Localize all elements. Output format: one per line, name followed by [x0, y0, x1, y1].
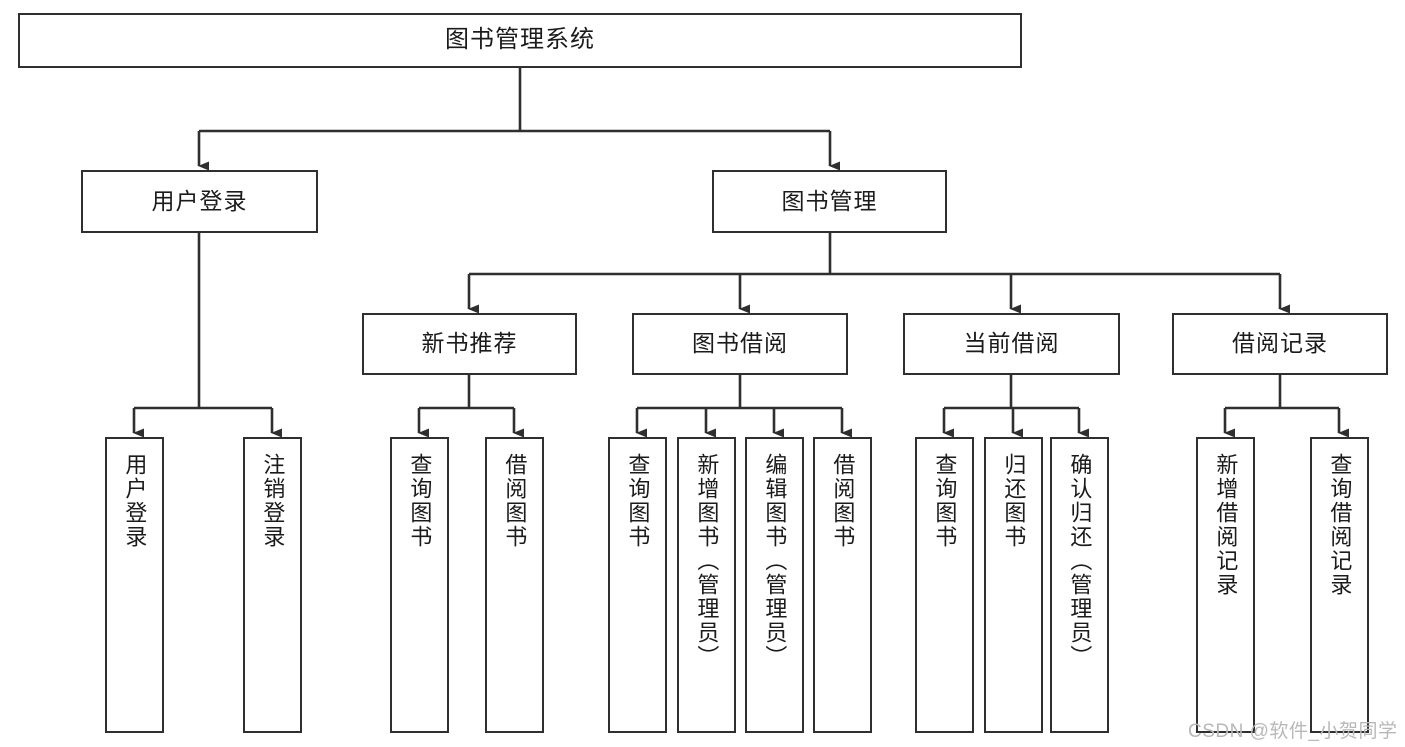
node-label: 图书借阅: [692, 330, 788, 357]
node-leaf-query-book-3[interactable]: 查询图书: [915, 437, 974, 733]
node-leaf-add-book[interactable]: 新增图书（管理员）: [677, 437, 736, 733]
node-new-book-recommend[interactable]: 新书推荐: [362, 313, 577, 375]
node-label: 注销登录: [260, 453, 286, 549]
node-leaf-return-book[interactable]: 归还图书: [984, 437, 1043, 733]
node-label: 借阅图书: [830, 453, 856, 549]
node-leaf-user-login[interactable]: 用户登录: [105, 437, 164, 733]
node-label: 新增借阅记录: [1213, 453, 1239, 597]
node-label: 借阅图书: [502, 453, 528, 549]
node-label: 查询图书: [407, 453, 433, 549]
node-user-login[interactable]: 用户登录: [81, 170, 318, 233]
node-label: 查询图书: [625, 453, 651, 549]
node-leaf-borrow-book-1[interactable]: 借阅图书: [485, 437, 544, 733]
node-label: 编辑图书（管理员）: [762, 453, 788, 669]
node-label: 图书管理: [781, 187, 878, 214]
node-label: 图书管理系统: [445, 26, 595, 54]
node-label: 确认归还（管理员）: [1067, 453, 1093, 669]
node-leaf-confirm-return[interactable]: 确认归还（管理员）: [1050, 437, 1109, 733]
node-label: 用户登录: [151, 187, 248, 214]
node-leaf-logout-login[interactable]: 注销登录: [243, 437, 302, 733]
node-leaf-query-book-2[interactable]: 查询图书: [608, 437, 667, 733]
node-root-system[interactable]: 图书管理系统: [18, 13, 1022, 68]
node-leaf-edit-book[interactable]: 编辑图书（管理员）: [745, 437, 804, 733]
node-label: 新增图书（管理员）: [694, 453, 720, 669]
node-label: 查询图书: [932, 453, 958, 549]
node-label: 查询借阅记录: [1327, 453, 1353, 597]
node-label: 用户登录: [122, 453, 148, 549]
node-leaf-query-book-1[interactable]: 查询图书: [390, 437, 449, 733]
node-book-borrow[interactable]: 图书借阅: [632, 313, 848, 375]
node-leaf-query-borrow-record[interactable]: 查询借阅记录: [1310, 437, 1369, 733]
node-label: 归还图书: [1001, 453, 1027, 549]
node-label: 借阅记录: [1232, 330, 1328, 357]
node-leaf-borrow-book-2[interactable]: 借阅图书: [813, 437, 872, 733]
node-book-management[interactable]: 图书管理: [712, 170, 947, 233]
node-current-borrow[interactable]: 当前借阅: [903, 313, 1120, 375]
node-leaf-add-borrow-record[interactable]: 新增借阅记录: [1196, 437, 1255, 733]
node-label: 当前借阅: [963, 330, 1060, 357]
node-label: 新书推荐: [421, 330, 518, 357]
node-borrow-record[interactable]: 借阅记录: [1172, 313, 1388, 375]
watermark-text: CSDN @软件_小贺同学: [1188, 721, 1398, 742]
